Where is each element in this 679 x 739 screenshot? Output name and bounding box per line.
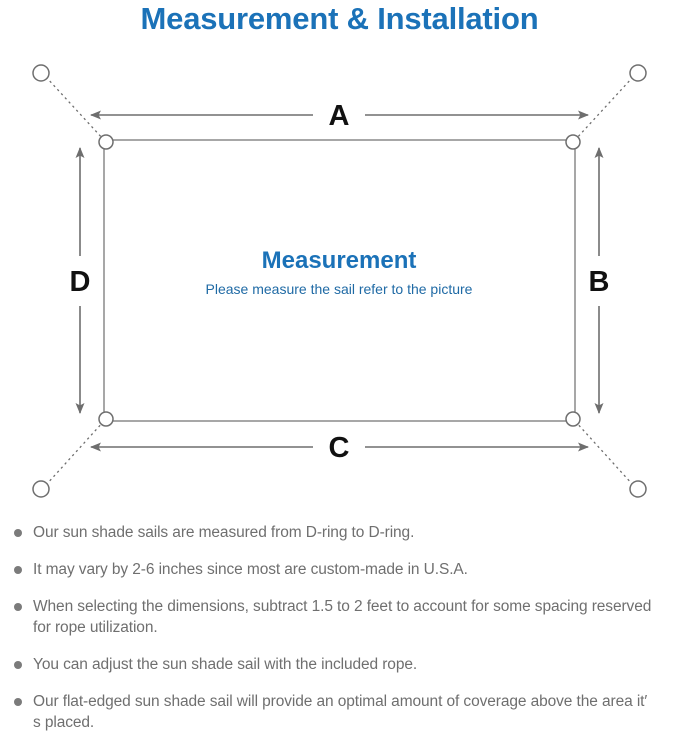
note-text: When selecting the dimensions, subtract …	[33, 598, 652, 636]
sail-center-subtitle: Please measure the sail refer to the pic…	[206, 281, 473, 297]
dimension-arrow-a: A	[90, 100, 589, 132]
dimension-label-a: A	[329, 100, 350, 132]
d-ring-bottom-left-icon	[98, 411, 114, 427]
bullet-icon	[14, 603, 22, 611]
page-title: Measurement & Installation	[140, 1, 539, 36]
list-item: Our flat-edged sun shade sail will provi…	[0, 691, 679, 733]
d-ring-top-right-icon	[565, 134, 581, 150]
anchor-point-top-left-icon	[32, 64, 50, 82]
note-text: Our sun shade sails are measured from D-…	[33, 524, 415, 541]
note-text: Our flat-edged sun shade sail will provi…	[33, 693, 648, 731]
rope-top-left	[45, 76, 105, 141]
notes-list: Our sun shade sails are measured from D-…	[0, 522, 679, 733]
sail-center-title: Measurement	[262, 247, 417, 274]
rope-bottom-right	[574, 420, 634, 486]
bullet-icon	[14, 529, 22, 537]
note-text: It may vary by 2-6 inches since most are…	[33, 561, 468, 578]
dimension-label-d: D	[70, 266, 91, 298]
dimension-label-c: C	[329, 432, 350, 464]
d-ring-top-left-icon	[98, 134, 114, 150]
list-item: Our sun shade sails are measured from D-…	[0, 522, 679, 543]
dimension-arrow-d: D	[70, 147, 91, 414]
d-ring-bottom-right-icon	[565, 411, 581, 427]
list-item: You can adjust the sun shade sail with t…	[0, 654, 679, 675]
anchor-point-bottom-right-icon	[629, 480, 647, 498]
dimension-label-b: B	[589, 266, 610, 298]
anchor-point-top-right-icon	[629, 64, 647, 82]
sail-diagram: A C D B Measurement Please me	[0, 44, 679, 520]
list-item: When selecting the dimensions, subtract …	[0, 596, 679, 638]
note-text: You can adjust the sun shade sail with t…	[33, 656, 418, 673]
bullet-icon	[14, 661, 22, 669]
bullet-icon	[14, 698, 22, 706]
dimension-arrow-c: C	[90, 432, 589, 464]
dimension-arrow-b: B	[589, 147, 610, 414]
sail-rectangle	[103, 139, 576, 422]
list-item: It may vary by 2-6 inches since most are…	[0, 559, 679, 580]
rope-top-right	[574, 76, 634, 141]
sail-diagram-svg: A C D B Measurement Please me	[32, 64, 647, 498]
rope-bottom-left	[45, 420, 105, 486]
anchor-point-bottom-left-icon	[32, 480, 50, 498]
bullet-icon	[14, 566, 22, 574]
